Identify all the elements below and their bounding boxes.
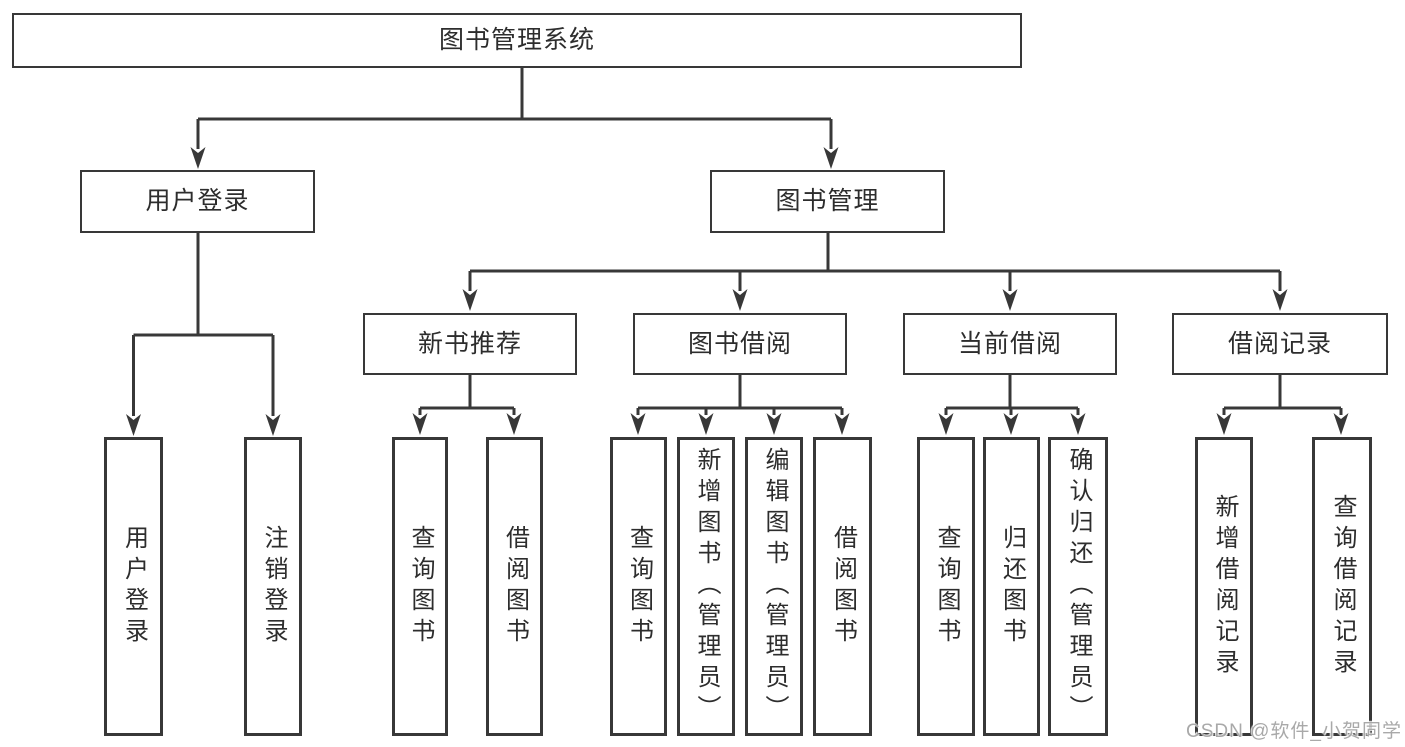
leaf-query-borrow-record-label: 查询借阅记录 [1329,493,1356,680]
leaf-logout-label: 注销登录 [260,524,287,649]
connector-new-book-branch [412,375,522,435]
connector-borrow-record-branch [1216,375,1349,435]
leaf-query-book-1: 查询图书 [392,437,448,736]
leaf-borrow-book-2: 借阅图书 [813,437,872,736]
leaf-logout: 注销登录 [244,437,302,736]
leaf-query-book-1-label: 查询图书 [407,524,434,649]
leaf-return-book: 归还图书 [983,437,1040,736]
leaf-return-book-label: 归还图书 [998,524,1026,649]
leaf-confirm-return-admin: 确认归还（管理员） [1048,437,1108,736]
node-user-login-label: 用户登录 [145,187,250,215]
leaf-user-login-label: 用户登录 [120,524,148,649]
leaf-add-book-admin-label: 新增图书（管理员） [693,447,720,726]
node-current-borrow: 当前借阅 [903,313,1117,375]
node-borrow-record: 借阅记录 [1172,313,1388,375]
leaf-borrow-book-1: 借阅图书 [486,437,543,736]
node-book-borrow: 图书借阅 [633,313,847,375]
leaf-query-borrow-record: 查询借阅记录 [1312,437,1372,736]
node-borrow-record-label: 借阅记录 [1227,329,1332,358]
connector-current-borrow-branch [938,375,1086,435]
node-current-borrow-label: 当前借阅 [957,329,1062,358]
node-root: 图书管理系统 [12,13,1022,68]
leaf-add-book-admin: 新增图书（管理员） [677,437,735,736]
leaf-add-borrow-record: 新增借阅记录 [1195,437,1253,736]
leaf-user-login: 用户登录 [104,437,163,736]
connector-root-branch [190,66,839,169]
leaf-edit-book-admin: 编辑图书（管理员） [745,437,803,736]
node-new-book-recommend-label: 新书推荐 [417,329,522,358]
connector-user-login-branch [126,231,281,436]
node-user-login: 用户登录 [80,170,315,233]
leaf-borrow-book-1-label: 借阅图书 [501,524,529,649]
node-book-management-label: 图书管理 [775,187,880,215]
node-book-management: 图书管理 [710,170,945,233]
leaf-query-book-3: 查询图书 [917,437,975,736]
leaf-query-book-3-label: 查询图书 [933,524,960,649]
connector-book-borrow-branch [630,375,850,435]
leaf-add-borrow-record-label: 新增借阅记录 [1211,493,1238,680]
csdn-watermark: CSDN @软件_小贺同学 [1186,721,1402,742]
leaf-confirm-return-admin-label: 确认归还（管理员） [1065,447,1092,726]
node-root-label: 图书管理系统 [438,26,595,54]
leaf-query-book-2-label: 查询图书 [625,524,653,649]
leaf-borrow-book-2-label: 借阅图书 [829,524,857,649]
connector-book-management-branch [462,231,1288,311]
node-new-book-recommend: 新书推荐 [363,313,577,375]
leaf-query-book-2: 查询图书 [610,437,667,736]
leaf-edit-book-admin-label: 编辑图书（管理员） [761,447,788,726]
node-book-borrow-label: 图书借阅 [687,329,792,358]
